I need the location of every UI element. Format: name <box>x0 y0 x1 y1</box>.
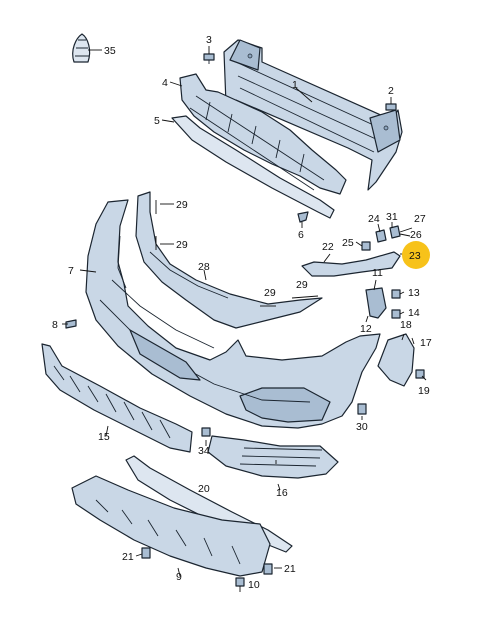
callout-25: 25 <box>342 237 354 249</box>
leader-lines <box>62 46 427 592</box>
callout-34: 34 <box>198 445 210 457</box>
callout-4: 4 <box>162 77 168 89</box>
callout-2: 2 <box>388 85 394 97</box>
part-4-energy-absorber <box>179 73 347 195</box>
callout-10: 10 <box>248 579 260 591</box>
callout-6: 6 <box>298 229 304 241</box>
callout-28: 28 <box>198 261 210 273</box>
part-29-trim-clips <box>155 200 319 307</box>
callout-21-a: 21 <box>122 551 134 563</box>
callout-9: 9 <box>176 571 182 583</box>
callout-16: 16 <box>276 487 288 499</box>
part-6-clip <box>297 211 309 223</box>
callout-7: 7 <box>68 265 74 277</box>
callout-13: 13 <box>408 287 420 299</box>
callout-1: 1 <box>292 79 298 91</box>
part-11-guide-bracket <box>365 287 387 319</box>
callout-35: 35 <box>104 45 116 57</box>
callout-26: 26 <box>410 229 422 241</box>
callout-29-c: 29 <box>264 287 276 299</box>
part-7-bumper-cover <box>85 199 381 429</box>
callout-20: 20 <box>198 483 210 495</box>
callout-8: 8 <box>52 319 58 331</box>
part-9-underbody-spoiler <box>71 475 271 577</box>
callout-18: 18 <box>400 319 412 331</box>
small-fasteners <box>65 225 425 587</box>
callout-15: 15 <box>98 431 110 443</box>
callout-29-b: 29 <box>176 239 188 251</box>
callout-29-d: 29 <box>296 279 308 291</box>
callout-12: 12 <box>360 323 372 335</box>
callout-3: 3 <box>206 34 212 46</box>
part-35-cap <box>72 33 91 63</box>
callout-29-a: 29 <box>176 199 188 211</box>
part-22-bracket <box>301 251 401 277</box>
callout-21-b: 21 <box>284 563 296 575</box>
part-15-lower-grille <box>41 343 193 453</box>
part-28-upper-grille-panel <box>135 191 323 329</box>
callout-11: 11 <box>372 267 383 279</box>
callout-labels: 35 3 4 1 2 5 29 29 6 28 7 29 29 8 22 25 … <box>52 34 432 591</box>
callout-23: 23 <box>409 250 421 262</box>
part-18-mounting-bracket <box>377 333 415 387</box>
callout-17: 17 <box>420 337 432 349</box>
callout-27: 27 <box>414 213 426 225</box>
part-5-cover-strip <box>171 115 335 219</box>
highlight-marker <box>402 241 430 269</box>
part-3-bolt <box>203 53 215 64</box>
part-2-bolt <box>385 103 397 111</box>
callout-5: 5 <box>154 115 160 127</box>
callout-31: 31 <box>386 211 398 223</box>
callout-19: 19 <box>418 385 430 397</box>
callout-30: 30 <box>356 421 368 433</box>
callout-22: 22 <box>322 241 334 253</box>
part-1-reinforcement-beam <box>223 39 403 191</box>
callout-14: 14 <box>408 307 420 319</box>
part-30-clip <box>357 403 367 415</box>
part-16-side-grille <box>207 435 339 479</box>
callout-24: 24 <box>368 213 380 225</box>
